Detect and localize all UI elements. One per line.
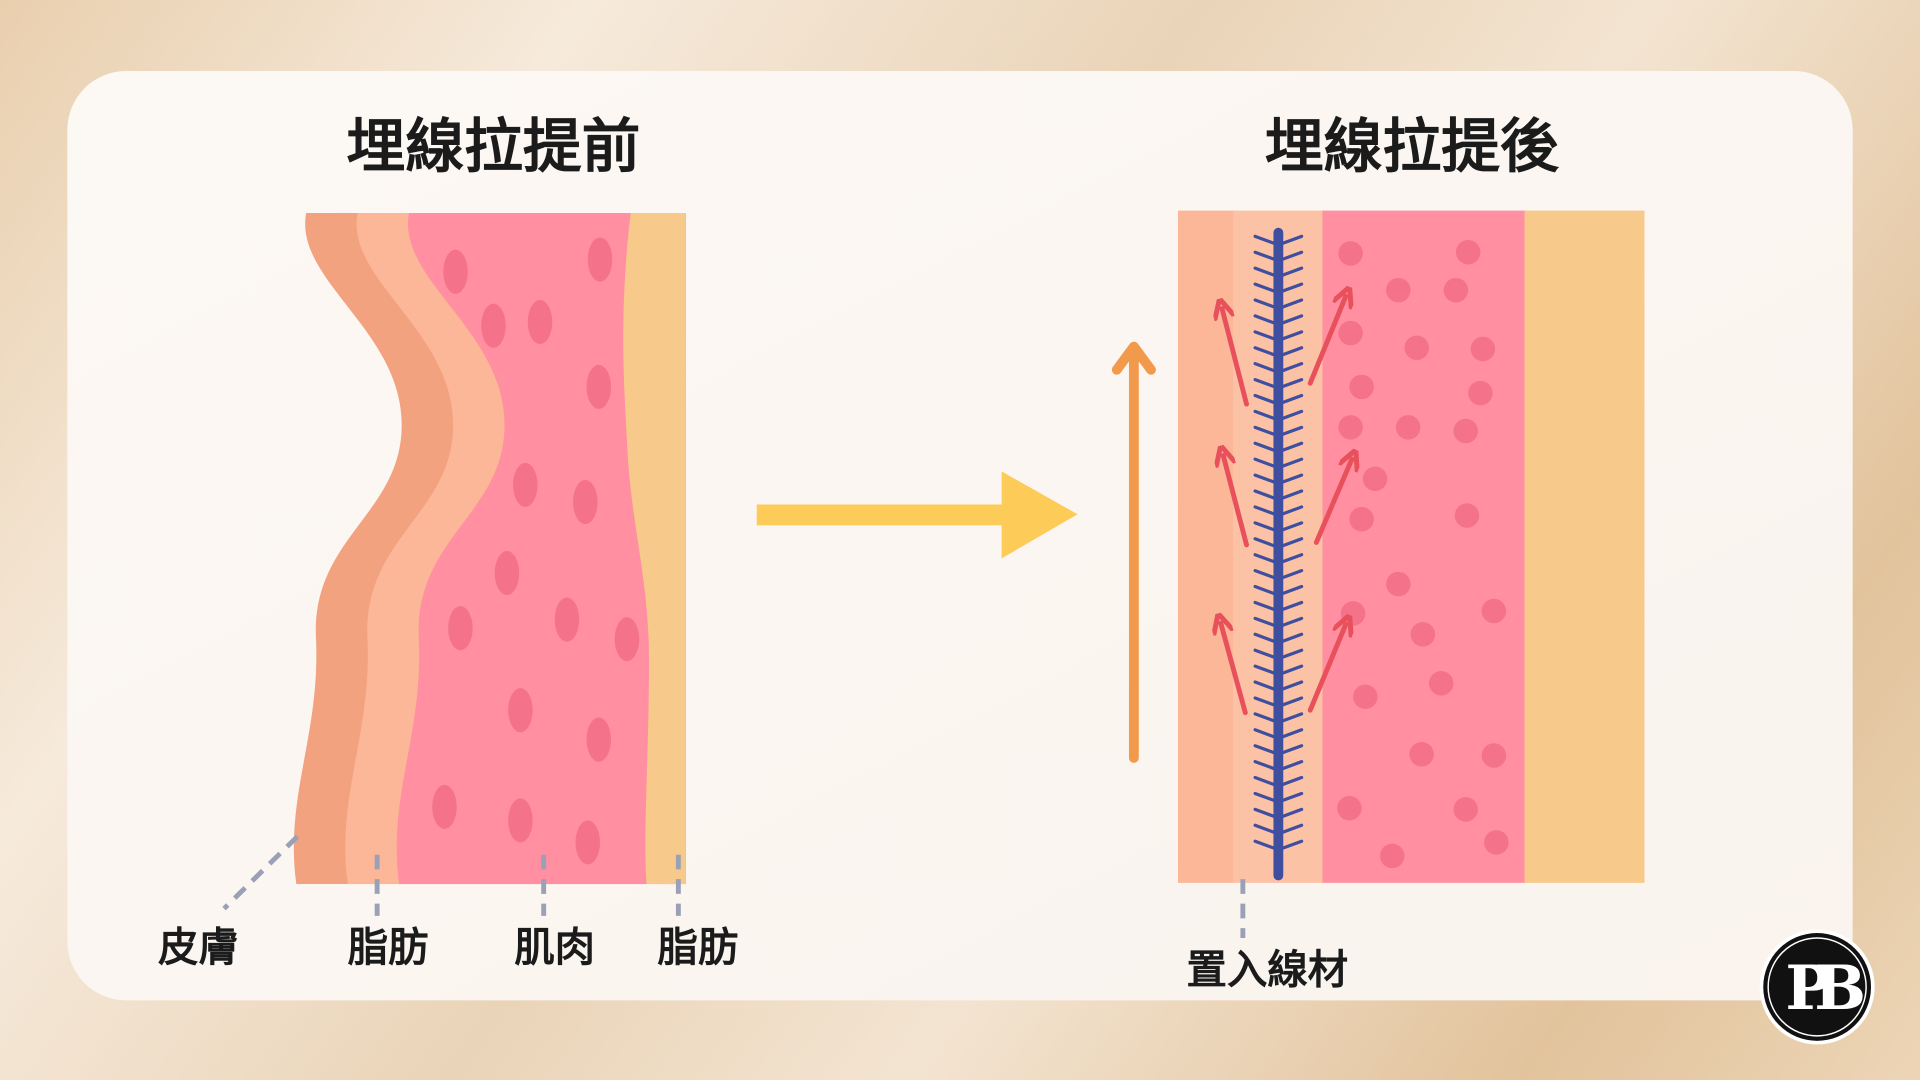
muscle-dots-after <box>1337 240 1509 869</box>
muscle-dot <box>481 303 506 348</box>
muscle-dot <box>508 798 533 843</box>
tension-arrow <box>1222 309 1249 407</box>
brand-logo: PB <box>1759 929 1880 1045</box>
transition-arrow-shaft <box>756 504 1007 526</box>
muscle-dot <box>1338 320 1363 346</box>
tissue-before <box>293 213 686 885</box>
muscle-dot <box>1338 241 1363 266</box>
muscle-dot <box>1470 336 1496 362</box>
muscle-dot <box>1409 742 1434 767</box>
muscle-dot <box>1455 240 1481 265</box>
tension-arrows <box>1221 296 1352 716</box>
leader-line-skin <box>222 834 300 911</box>
tension-arrow <box>1307 296 1346 386</box>
muscle-dot <box>513 462 538 507</box>
muscle-dot <box>1386 571 1411 597</box>
muscle-dot <box>1404 335 1429 360</box>
muscle-dot <box>448 606 473 651</box>
muscle-dot <box>573 480 598 525</box>
transition-arrow <box>756 471 1078 559</box>
muscle-dot <box>1410 622 1436 647</box>
fat-inner-layer-after <box>1524 210 1645 883</box>
label-fat-inner: 脂肪 <box>658 923 739 971</box>
muscle-dot <box>1349 506 1374 532</box>
tissue-after <box>1177 210 1645 883</box>
muscle-dot <box>1386 277 1411 303</box>
transition-arrow-head <box>1001 471 1078 559</box>
muscle-dot <box>1338 415 1363 440</box>
skin-layer-after <box>1177 210 1235 883</box>
muscle-dot <box>1380 843 1405 869</box>
label-skin: 皮膚 <box>158 923 239 971</box>
muscle-dot <box>1484 830 1509 855</box>
label-muscle: 肌肉 <box>514 923 595 971</box>
leader-lines-before <box>222 834 681 916</box>
muscle-dot <box>1395 415 1421 440</box>
muscle-dot <box>1481 743 1507 768</box>
muscle-dot <box>554 597 580 642</box>
label-thread: 置入線材 <box>1187 945 1349 993</box>
muscle-dot <box>1481 598 1507 624</box>
muscle-dot <box>1362 466 1388 492</box>
muscle-dot <box>1337 795 1362 821</box>
muscle-dot <box>1453 418 1478 444</box>
title-after: 埋線拉提後 <box>1265 112 1560 181</box>
muscle-dot <box>1454 503 1480 528</box>
muscle-dot <box>1468 380 1493 406</box>
tension-arrow <box>1223 456 1249 548</box>
muscle-dots-before <box>432 237 640 865</box>
muscle-dot <box>527 300 553 345</box>
lift-arrow <box>1111 341 1156 763</box>
muscle-dot <box>432 784 457 829</box>
muscle-dot <box>443 249 468 294</box>
muscle-dot <box>1428 671 1454 696</box>
thread-barbs <box>1253 234 1304 852</box>
muscle-dot <box>494 551 520 596</box>
tension-arrow <box>1313 459 1352 545</box>
logo-badge-inner <box>1763 933 1872 1041</box>
tension-arrow <box>1307 624 1346 713</box>
muscle-dot <box>575 820 600 865</box>
muscle-layer-after <box>1322 210 1526 883</box>
muscle-dot <box>586 364 612 409</box>
label-fat-outer: 脂肪 <box>348 923 429 971</box>
muscle-dot <box>1340 601 1366 626</box>
title-before: 埋線拉提前 <box>347 112 641 181</box>
fat-inner-layer-before <box>623 213 686 885</box>
muscle-layer-before <box>396 213 686 885</box>
lift-arrow-head <box>1111 341 1156 375</box>
tension-arrow <box>1221 623 1248 716</box>
muscle-dot <box>1349 374 1374 400</box>
muscle-dot <box>586 717 612 762</box>
muscle-dot <box>508 688 533 733</box>
muscle-dot <box>587 237 613 282</box>
muscle-dot <box>1453 797 1478 822</box>
muscle-dot <box>614 617 640 662</box>
logo-ring <box>1767 937 1867 1037</box>
muscle-dot <box>1353 684 1378 709</box>
muscle-dot <box>1443 277 1469 303</box>
